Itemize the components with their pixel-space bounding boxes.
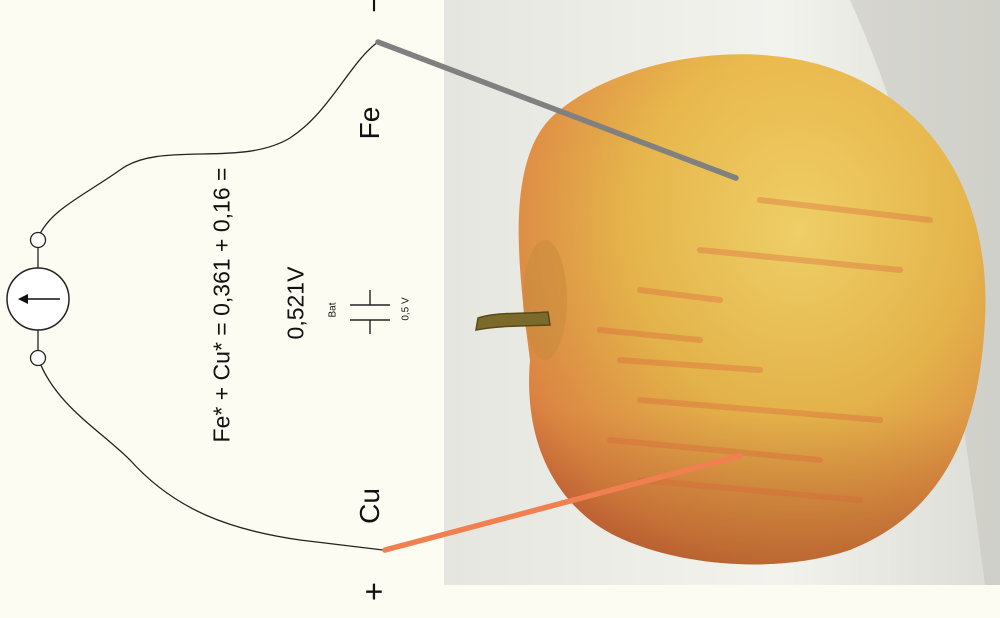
apple-shade: [518, 54, 986, 565]
plus-terminal-label: +: [364, 573, 384, 610]
fe-electrode: [375, 39, 739, 181]
battery-icon: [350, 290, 390, 334]
apple-streaks: [597, 197, 933, 503]
apple-stem: [475, 311, 551, 331]
circuit-wire: [37, 41, 384, 551]
stem-cavity: [523, 240, 567, 360]
apple-photo: [444, 0, 1000, 585]
fe-electrode-label: Fe: [354, 106, 385, 140]
cu-electrode: [382, 453, 743, 553]
battery-label: Bat: [327, 302, 339, 318]
equation-text: Fe* + Cu* = 0,361 + 0,16 =: [208, 167, 235, 443]
battery-voltage-label: 0,5 V: [400, 297, 412, 321]
result-text: 0,521V: [282, 266, 309, 340]
cu-electrode-label: Cu: [354, 488, 385, 524]
photo-shadow: [850, 0, 1000, 585]
ammeter-icon: [6, 231, 70, 367]
minus-terminal-label: −: [358, 0, 391, 13]
